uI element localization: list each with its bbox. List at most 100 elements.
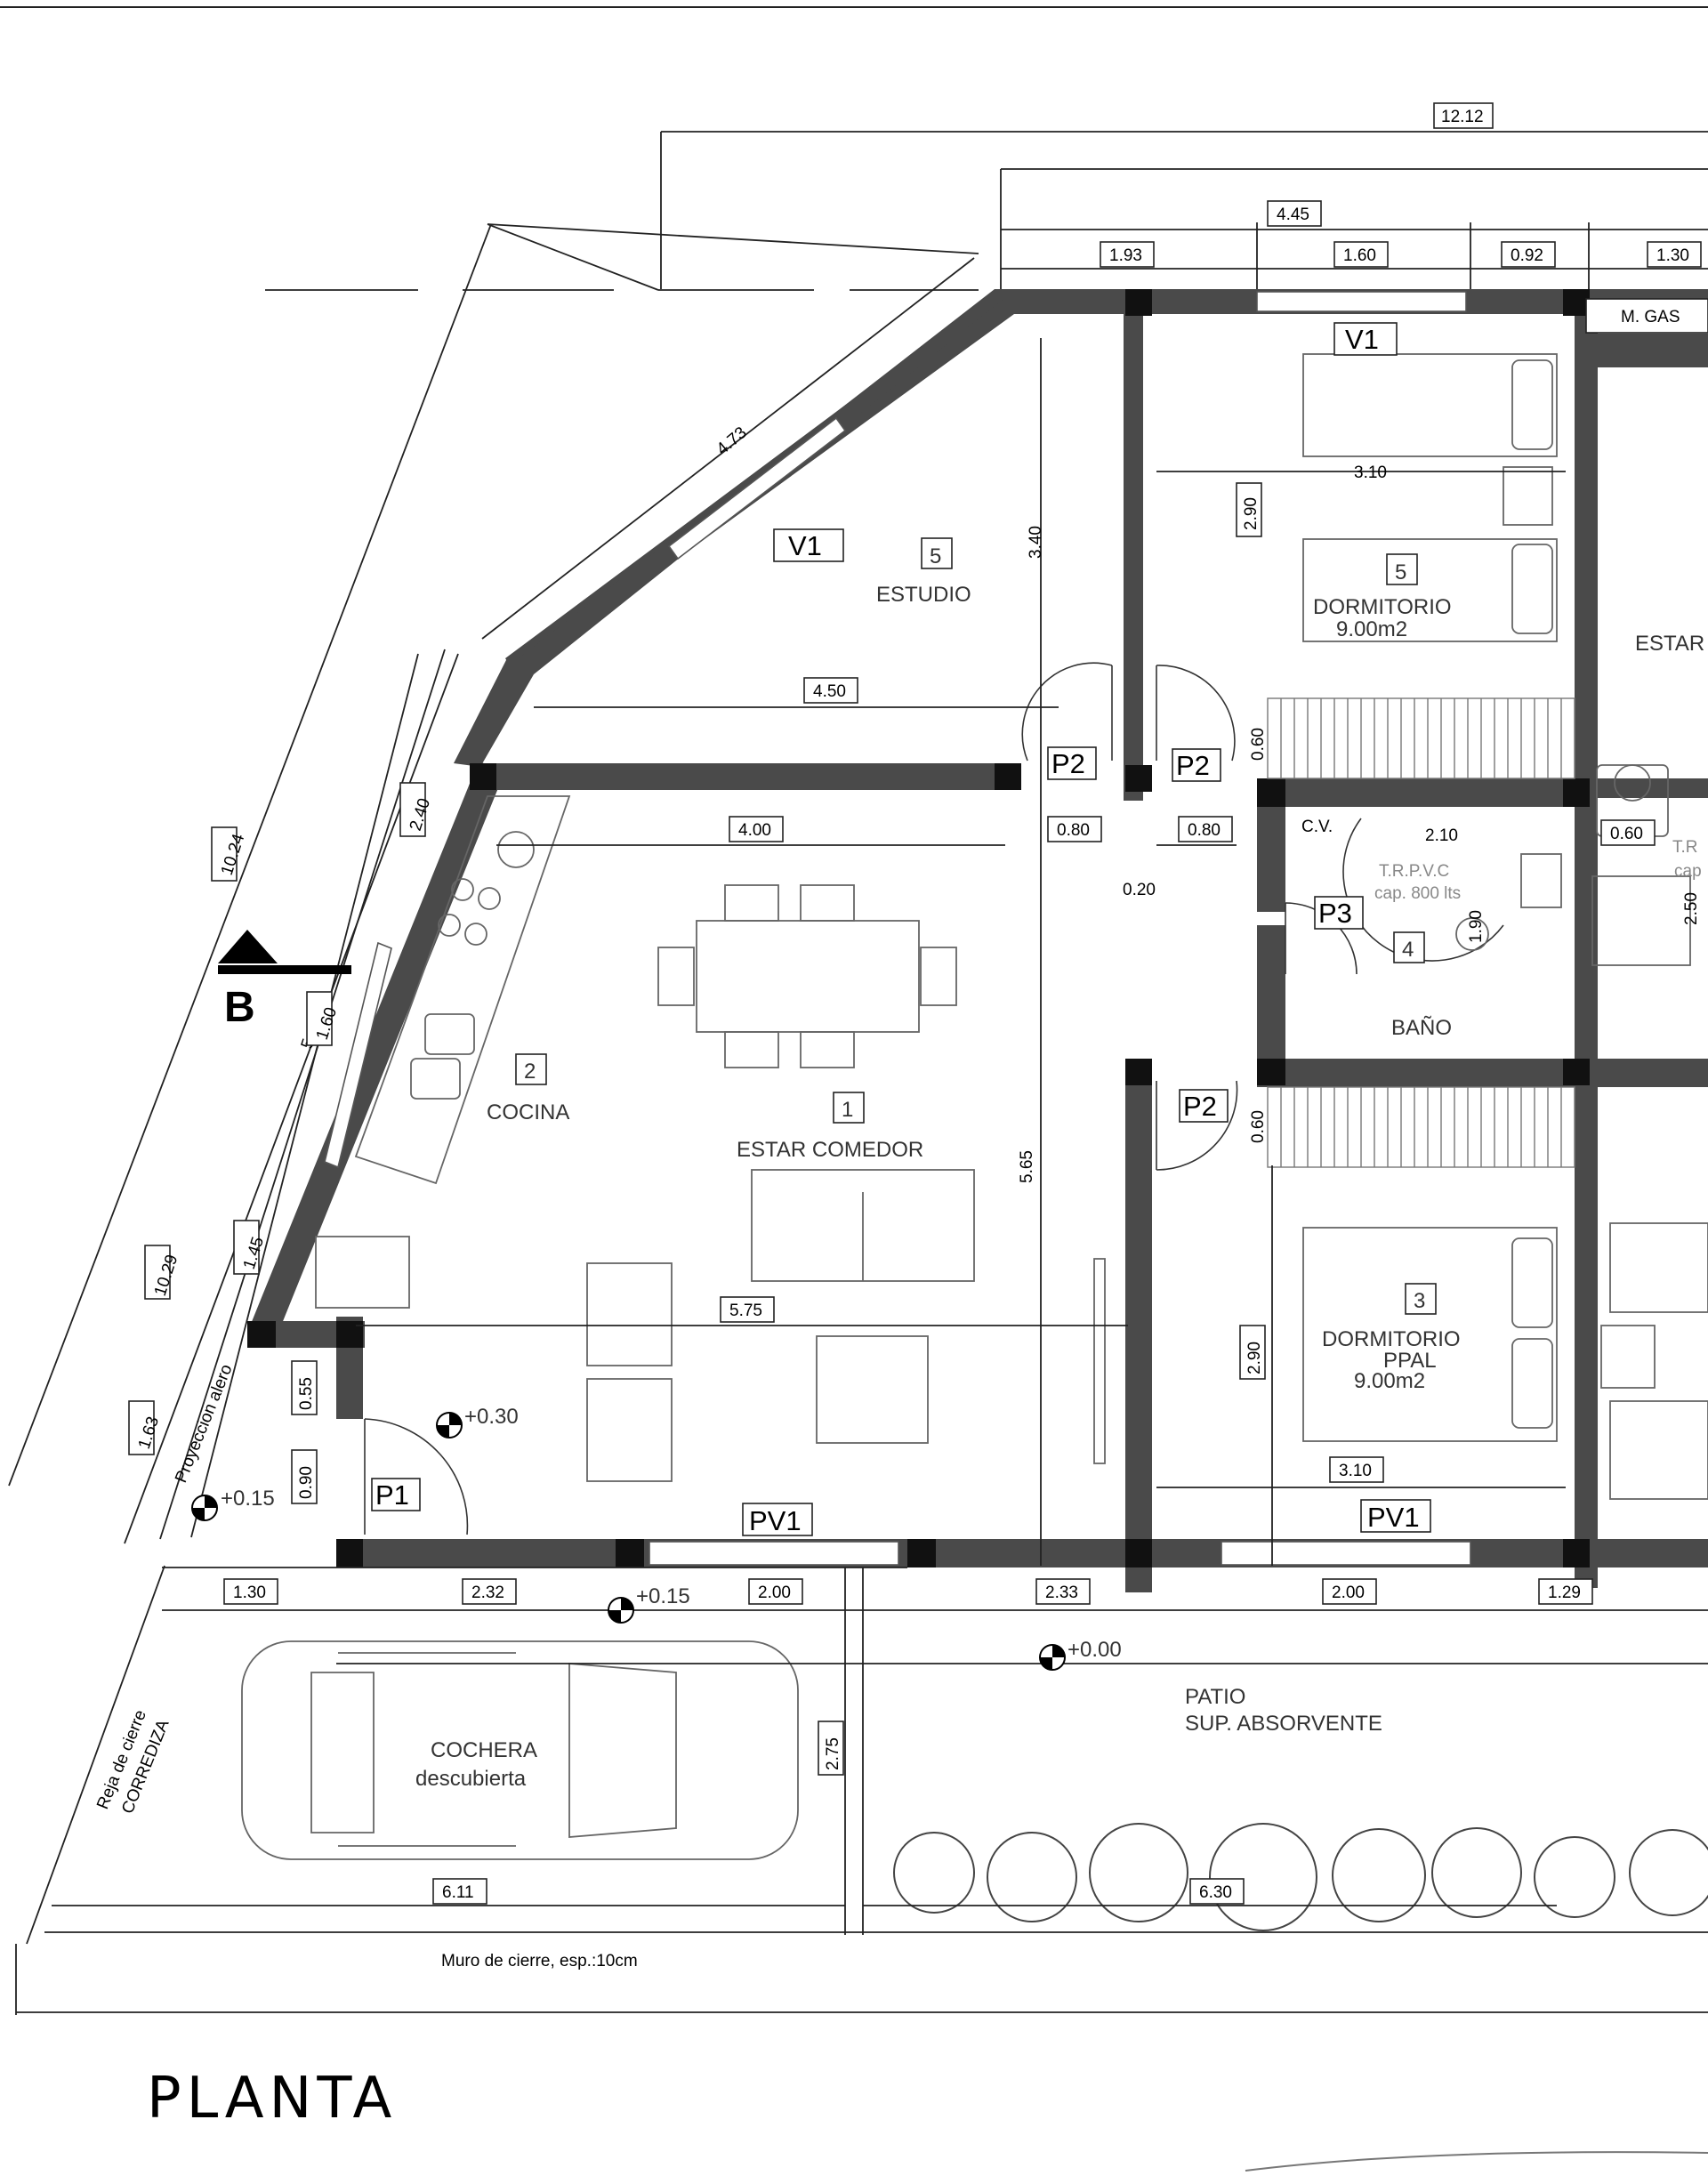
estudio-name: ESTUDIO	[876, 583, 971, 607]
note-tank-1: T.R.P.V.C	[1379, 862, 1449, 881]
dormitorio-ppal-name2: PPAL	[1383, 1349, 1437, 1373]
note-muro: Muro de cierre, esp.:10cm	[441, 1952, 638, 1970]
bano-number: 4	[1402, 938, 1414, 962]
dormitorio-5-area: 9.00m2	[1336, 617, 1407, 641]
next-drawing-edge	[1245, 2151, 1708, 2172]
dim-6-30: 6.30	[1199, 1883, 1232, 1902]
stairs	[1267, 697, 1575, 1168]
level-015-a: +0.15	[221, 1487, 275, 1511]
dim-5-75: 5.75	[729, 1302, 762, 1320]
estar-partial-name: ESTAR	[1635, 632, 1704, 656]
dim-1-60-top: 1.60	[1343, 246, 1376, 265]
note-cap-partial: cap	[1674, 862, 1702, 881]
tag-v1-b: V1	[788, 530, 822, 561]
level-015-b: +0.15	[636, 1584, 690, 1608]
dim-1-30-bot: 1.30	[233, 1584, 266, 1602]
level-marker-icon	[1039, 1644, 1066, 1671]
columns	[247, 289, 1590, 1567]
note-tank-partial: T.R	[1672, 838, 1698, 857]
cochera-name2: descubierta	[415, 1767, 527, 1791]
dim-0-92: 0.92	[1511, 246, 1543, 265]
note-proyeccion: Proyeccion alero	[172, 1362, 236, 1486]
level-000: +0.00	[1068, 1638, 1122, 1662]
note-tank-2: cap. 800 lts	[1374, 884, 1461, 903]
dimension-lines-top	[8, 131, 1708, 1544]
dormitorio-5-name: DORMITORIO	[1313, 595, 1452, 619]
dim-3-10-b: 3.10	[1339, 1462, 1372, 1480]
level-030: +0.30	[464, 1405, 519, 1429]
dim-2-10: 2.10	[1425, 826, 1458, 845]
door-swings	[364, 662, 1504, 1535]
dim-2-00-b: 2.00	[1332, 1584, 1365, 1602]
tag-pv1-a: PV1	[749, 1505, 802, 1536]
windows	[324, 291, 1471, 1566]
patio-name2: SUP. ABSORVENTE	[1185, 1712, 1382, 1736]
tag-p3: P3	[1318, 898, 1352, 929]
tag-p1: P1	[375, 1479, 409, 1511]
tag-p2-a: P2	[1051, 748, 1085, 779]
dim-0-90: 0.90	[297, 1466, 316, 1499]
dim-2-90-b: 2.90	[1245, 1342, 1264, 1374]
dim-1-29: 1.29	[1548, 1584, 1581, 1602]
estar-comedor-number: 1	[842, 1098, 853, 1122]
dim-1-30-top: 1.30	[1656, 246, 1689, 265]
dim-3-40: 3.40	[1027, 526, 1045, 559]
tag-p2-b: P2	[1176, 750, 1210, 781]
dormitorio-ppal-name: DORMITORIO	[1322, 1327, 1461, 1351]
dim-0-60-c: 0.60	[1249, 1110, 1268, 1143]
dim-6-11: 6.11	[442, 1883, 474, 1902]
cocina-name: COCINA	[487, 1100, 569, 1124]
cochera-name: COCHERA	[431, 1738, 537, 1762]
site-lines	[15, 338, 1708, 2015]
dimension-labels: 12.12 4.45 1.93 1.60 0.92 1.30 4.73 3.40…	[128, 102, 1702, 1905]
dim-0-80-a: 0.80	[1057, 821, 1090, 840]
car-outline	[241, 1640, 799, 1860]
bano-name: BAÑO	[1391, 1016, 1452, 1040]
room-number-boxes	[515, 537, 1437, 1315]
cocina-number: 2	[524, 1060, 536, 1084]
dim-0-20: 0.20	[1123, 881, 1156, 899]
estudio-number: 5	[930, 544, 941, 568]
dim-0-60-b: 0.60	[1610, 825, 1643, 843]
dim-1-93: 1.93	[1109, 246, 1142, 265]
tag-p2-c: P2	[1183, 1091, 1217, 1122]
note-cv: C.V.	[1301, 818, 1333, 836]
tag-v1-a: V1	[1345, 324, 1379, 355]
trees	[893, 1823, 1708, 1931]
dim-12-12: 12.12	[1441, 108, 1484, 126]
dim-0-80-b: 0.80	[1188, 821, 1221, 840]
level-marker-icon	[608, 1597, 634, 1624]
dim-2-33: 2.33	[1045, 1584, 1078, 1602]
dim-4-73: 4.73	[713, 423, 751, 459]
estar-comedor-name: ESTAR COMEDOR	[737, 1138, 923, 1162]
dim-4-50: 4.50	[813, 682, 846, 701]
tag-pv1-b: PV1	[1367, 1502, 1420, 1533]
drawing-title: PLANTA	[147, 2066, 397, 2132]
dormitorio-ppal-number: 3	[1414, 1289, 1425, 1313]
dim-2-32: 2.32	[471, 1584, 504, 1602]
level-marker-icon	[191, 1495, 218, 1521]
dim-2-50: 2.50	[1682, 892, 1701, 925]
dim-5-65: 5.65	[1018, 1150, 1036, 1183]
furniture	[315, 353, 1708, 1500]
dim-4-00: 4.00	[738, 821, 771, 840]
dim-4-45: 4.45	[1277, 206, 1309, 224]
dormitorio-ppal-area: 9.00m2	[1354, 1369, 1425, 1393]
dim-3-10-a: 3.10	[1354, 463, 1387, 482]
dim-0-55: 0.55	[297, 1377, 316, 1410]
dormitorio-5-number: 5	[1395, 560, 1406, 584]
level-marker-icon	[436, 1412, 463, 1439]
dim-2-75: 2.75	[824, 1737, 842, 1770]
section-marker-b: B	[218, 930, 351, 1031]
dim-2-00-a: 2.00	[758, 1584, 791, 1602]
dim-2-90-a: 2.90	[1242, 497, 1261, 530]
level-markers: +0.30 +0.15 +0.15 +0.00	[191, 1405, 1122, 1671]
dim-1-90: 1.90	[1467, 910, 1486, 943]
dim-0-60-a: 0.60	[1249, 728, 1268, 761]
section-label: B	[224, 984, 255, 1031]
room-labels: 5 ESTUDIO 5 DORMITORIO 9.00m2 2 COCINA 1…	[415, 544, 1704, 1791]
patio-name: PATIO	[1185, 1685, 1245, 1709]
opening-tags: V1 V1 P2 P2 P2 P3 P1 PV1 PV1	[371, 322, 1431, 1536]
note-m-gas: M. GAS	[1621, 308, 1680, 326]
